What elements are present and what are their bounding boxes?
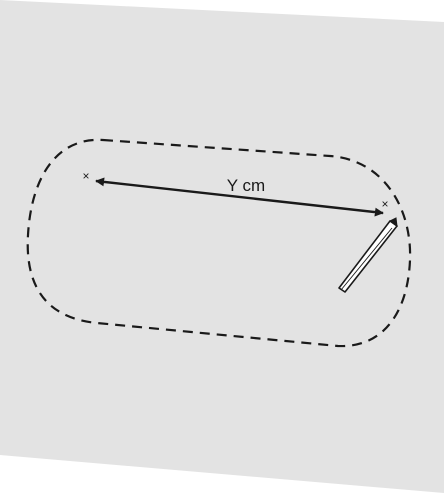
- left-pin-marker: ×: [82, 169, 89, 183]
- dashed-loop-path: [26, 138, 412, 348]
- right-pin-marker: ×: [381, 197, 388, 211]
- distance-arrow: [95, 177, 384, 217]
- distance-label: Y cm: [227, 176, 265, 195]
- pencil-icon: [338, 217, 398, 293]
